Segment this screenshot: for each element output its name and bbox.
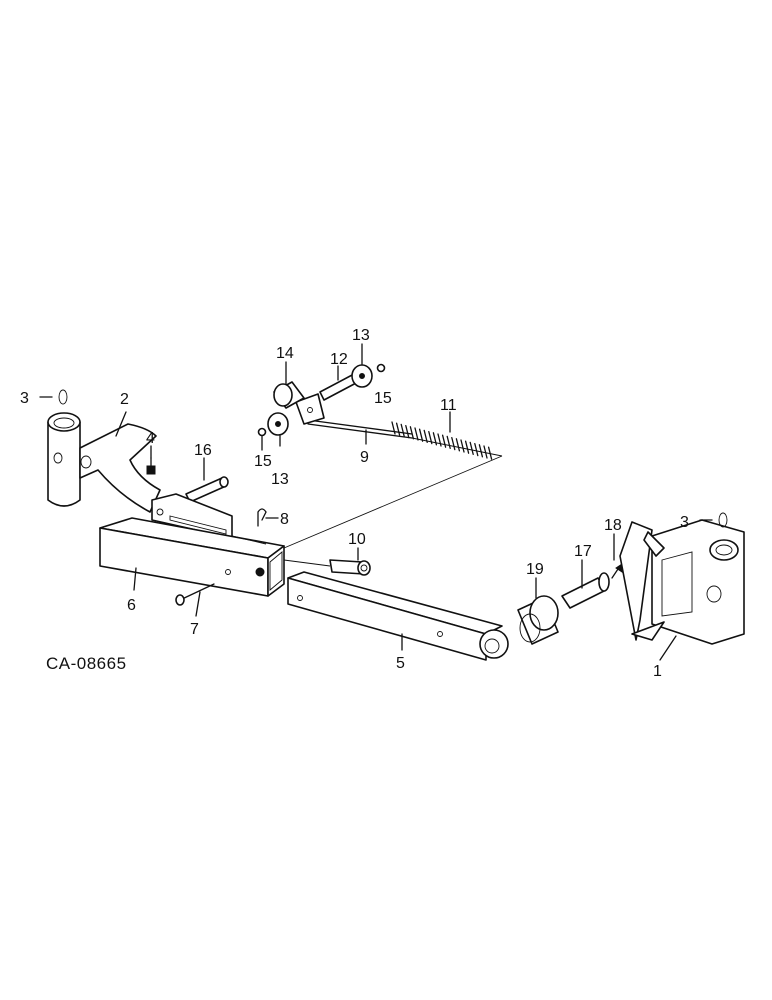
callout-18: 18: [604, 517, 622, 534]
callout-12: 12: [330, 351, 348, 368]
rod-bracket: [295, 393, 325, 425]
part-5-extension-bar: [287, 571, 509, 661]
part-18-cotter: [611, 563, 623, 579]
callout-3-right: 3: [680, 514, 689, 531]
part-17-pin: [561, 572, 610, 609]
callout-labels: 3 2 4 16 8 6 7 10 5 19 17 18 3 1 11 9 12…: [20, 327, 689, 680]
callout-9: 9: [360, 449, 369, 466]
part-10-sleeve: [329, 559, 371, 576]
part-3-left-tube: [47, 412, 81, 507]
callout-6: 6: [127, 597, 136, 614]
callout-16: 16: [194, 442, 212, 459]
callout-17: 17: [574, 543, 592, 560]
exploded-guide-lines: [283, 437, 503, 567]
callout-7: 7: [190, 621, 199, 638]
part-15-nut-lower: [257, 427, 267, 437]
callout-13-top: 13: [352, 327, 370, 344]
part-19-bushing: [517, 595, 559, 645]
callout-19: 19: [526, 561, 544, 578]
part-13-washer-upper: [351, 364, 373, 388]
part-11-spring: [391, 421, 493, 460]
part-1-hitch-casting: [619, 519, 745, 645]
callout-15-top: 15: [374, 390, 392, 407]
callout-5: 5: [396, 655, 405, 672]
part-8-clip: [257, 508, 267, 527]
callout-13-bottom: 13: [271, 471, 289, 488]
callout-15-bottom: 15: [254, 453, 272, 470]
part-15-nut-upper: [376, 363, 386, 373]
drawing-code: CA-08665: [46, 654, 127, 673]
part-13-washer-lower: [267, 412, 289, 436]
callout-10: 10: [348, 531, 366, 548]
callout-8: 8: [280, 511, 289, 528]
callout-1: 1: [653, 663, 662, 680]
part-2-bracket: [79, 423, 161, 513]
callout-4: 4: [146, 430, 155, 447]
callout-14: 14: [276, 345, 294, 362]
callout-3-left: 3: [20, 390, 29, 407]
part-6-drawbar: [99, 493, 285, 597]
callout-leaders: [39, 343, 728, 661]
part-16-pin: [185, 476, 229, 503]
callout-2: 2: [120, 391, 129, 408]
spring-coils: [391, 421, 493, 460]
part-7-bolt: [175, 583, 215, 606]
part-14-roller: [273, 381, 305, 409]
part-4-fitting: [146, 457, 156, 475]
callout-11: 11: [440, 397, 457, 414]
